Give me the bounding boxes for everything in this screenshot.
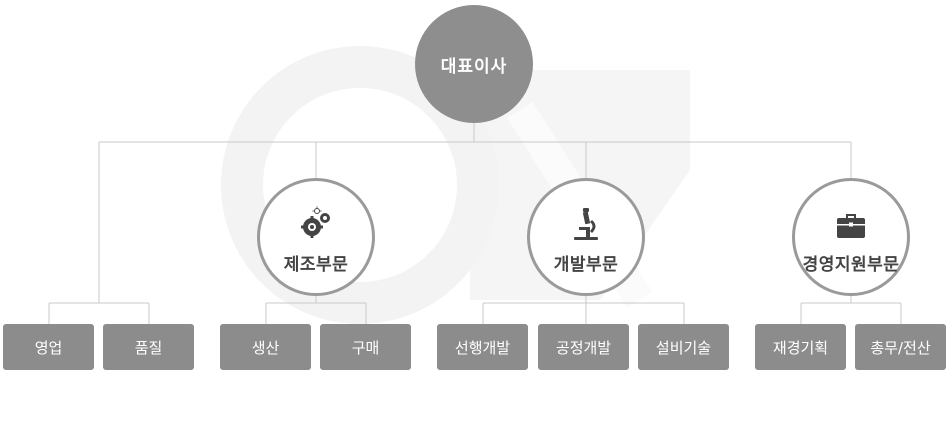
dept-management-support: 경영지원부문	[792, 178, 910, 296]
team-quality[interactable]: 품질	[103, 324, 194, 370]
team-finance-planning[interactable]: 재경기획	[755, 324, 846, 370]
dept-label: 제조부문	[283, 254, 349, 275]
team-label: 구매	[351, 338, 380, 357]
dept-development: 개발부문	[527, 178, 645, 296]
gear-lightbulb-icon	[301, 206, 330, 238]
microscope-icon	[574, 207, 598, 240]
team-purchasing[interactable]: 구매	[320, 324, 411, 370]
team-label: 공정개발	[555, 338, 612, 357]
ceo-label: 대표이사	[440, 56, 508, 77]
team-process-development[interactable]: 공정개발	[538, 324, 629, 370]
team-general-affairs-it[interactable]: 총무/전산	[855, 324, 946, 370]
team-label: 재경기획	[772, 338, 829, 357]
team-label: 선행개발	[454, 338, 511, 357]
team-label: 품질	[134, 338, 163, 357]
dept-manufacturing: 제조부문	[257, 178, 375, 296]
team-label: 총무/전산	[870, 338, 931, 357]
team-equipment-engineering[interactable]: 설비기술	[638, 324, 729, 370]
team-production[interactable]: 생산	[220, 324, 311, 370]
dept-label: 경영지원부문	[802, 254, 900, 275]
ceo-node: 대표이사	[415, 5, 533, 123]
team-label: 생산	[251, 338, 280, 357]
team-label: 설비기술	[655, 338, 712, 357]
team-advanced-development[interactable]: 선행개발	[437, 324, 528, 370]
dept-label: 개발부문	[553, 254, 619, 275]
briefcase-icon	[837, 213, 865, 238]
team-label: 영업	[34, 338, 63, 357]
team-sales[interactable]: 영업	[3, 324, 94, 370]
